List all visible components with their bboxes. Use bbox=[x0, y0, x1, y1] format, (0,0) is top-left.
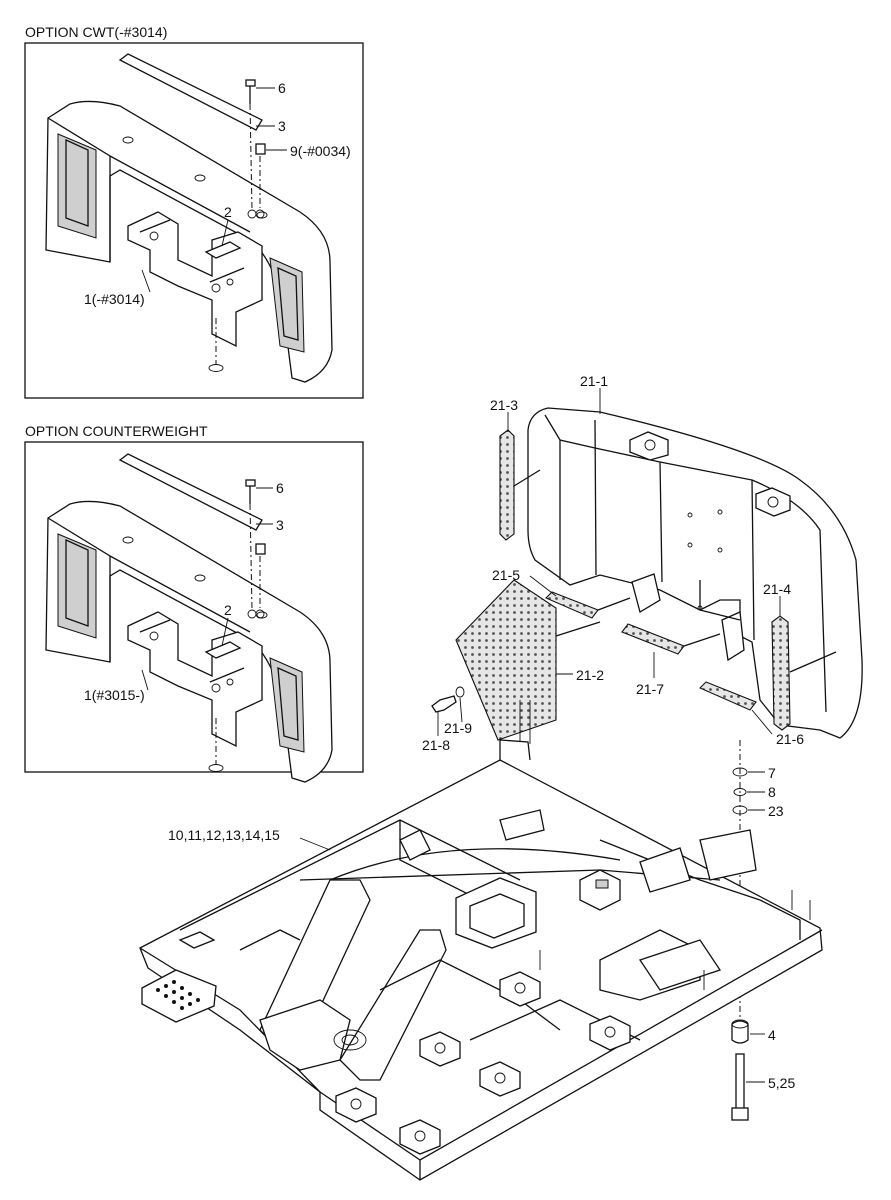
label-p1-9: 9(-#0034) bbox=[290, 143, 351, 159]
washer-21-9 bbox=[455, 686, 465, 698]
pad-21-3 bbox=[499, 429, 515, 541]
label-7: 7 bbox=[768, 765, 776, 781]
washer-7 bbox=[732, 767, 748, 777]
counterweight-main bbox=[527, 407, 863, 739]
label-p2-6: 6 bbox=[276, 480, 284, 496]
label-21-9: 21-9 bbox=[444, 720, 472, 736]
label-23: 23 bbox=[768, 803, 784, 819]
label-21-2: 21-2 bbox=[576, 667, 604, 683]
plate-21-2 bbox=[455, 579, 557, 741]
bolt-21-8 bbox=[431, 695, 457, 713]
bolt-5-25 bbox=[735, 1053, 745, 1111]
step-holes bbox=[156, 980, 200, 1010]
label-4: 4 bbox=[768, 1027, 776, 1043]
label-p2-2: 2 bbox=[224, 602, 232, 618]
label-10-15: 10,11,12,13,14,15 bbox=[168, 827, 280, 843]
label-21-4: 21-4 bbox=[763, 581, 791, 597]
panel-title-1: OPTION CWT(-#3014) bbox=[25, 24, 167, 40]
pad-21-7 bbox=[621, 623, 685, 655]
label-p1-2: 2 bbox=[224, 204, 232, 220]
pad-21-6 bbox=[699, 681, 757, 711]
label-21-5: 21-5 bbox=[492, 567, 520, 583]
washer-8 bbox=[733, 788, 747, 796]
label-p2-3: 3 bbox=[276, 517, 284, 533]
step-plate bbox=[141, 969, 217, 1023]
upper-frame bbox=[139, 700, 823, 1181]
label-21-6: 21-6 bbox=[776, 731, 804, 747]
label-21-7: 21-7 bbox=[636, 681, 664, 697]
washer-23 bbox=[732, 805, 748, 815]
panel-title-2: OPTION COUNTERWEIGHT bbox=[25, 423, 208, 439]
label-21-3: 21-3 bbox=[490, 397, 518, 413]
label-p1-1: 1(-#3014) bbox=[84, 291, 145, 307]
label-p1-3: 3 bbox=[278, 118, 286, 134]
pad-21-4 bbox=[771, 615, 791, 731]
label-p1-6: 6 bbox=[278, 80, 286, 96]
panel-frame-1 bbox=[24, 42, 364, 399]
counterweight-illustration-2 bbox=[45, 453, 333, 783]
label-21-8: 21-8 bbox=[422, 737, 450, 753]
label-21-1: 21-1 bbox=[580, 373, 608, 389]
spacer-4 bbox=[731, 1020, 749, 1044]
label-p2-1: 1(#3015-) bbox=[84, 687, 145, 703]
label-8: 8 bbox=[768, 784, 776, 800]
panel-frame-2 bbox=[24, 441, 364, 773]
label-5-25: 5,25 bbox=[768, 1075, 795, 1091]
counterweight-illustration-1 bbox=[45, 53, 333, 383]
